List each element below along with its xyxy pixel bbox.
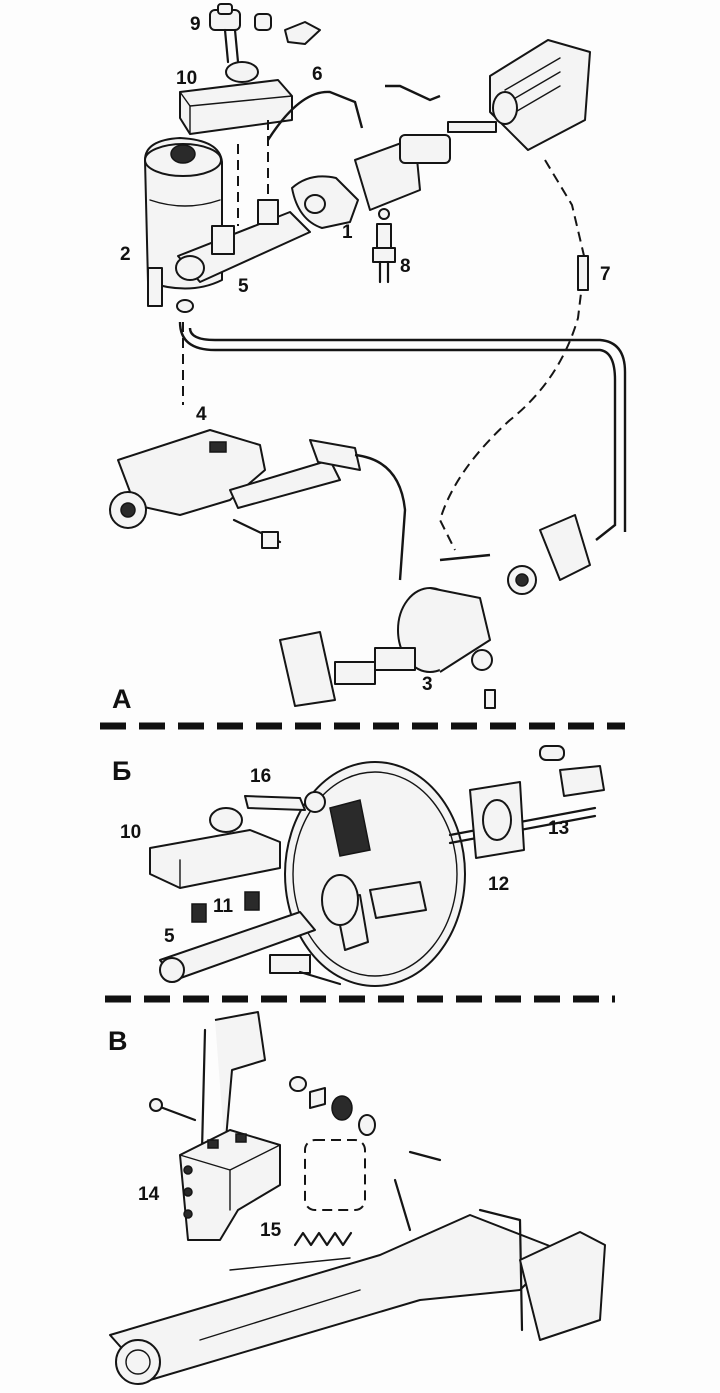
label-16: 16: [250, 766, 271, 787]
hose-6: [266, 90, 364, 141]
label-11: 11: [213, 896, 234, 917]
label-1: 1: [342, 222, 353, 243]
section-v-drawing: [109, 1011, 606, 1385]
label-13: 13: [548, 818, 569, 839]
pedal-bracket-top: [489, 39, 591, 151]
label-10-b: 10: [120, 822, 141, 843]
label-12: 12: [488, 874, 509, 895]
label-4: 4: [196, 404, 207, 425]
reservoir-cap-9: [209, 3, 321, 64]
section-labels: A Б В: [108, 684, 132, 1056]
label-5-b: 5: [164, 926, 175, 947]
label-7: 7: [600, 264, 611, 285]
booster-3: [279, 587, 496, 709]
bracket-14: [179, 1129, 281, 1241]
reservoir-10-b: [149, 807, 281, 889]
steering-reservoir-2: [144, 137, 223, 307]
pedal-bracket-v: [214, 1011, 266, 1151]
sensor-8: [372, 208, 396, 284]
long-pipe-outer: [188, 327, 627, 532]
section-label-a: A: [112, 684, 132, 714]
label-9: 9: [190, 14, 201, 35]
reservoir-10: [179, 61, 293, 135]
pin-16: [244, 795, 306, 811]
label-15: 15: [260, 1220, 282, 1241]
label-2: 2: [120, 244, 131, 265]
label-3: 3: [422, 674, 433, 695]
booster-12: [284, 761, 466, 987]
spring-15: [293, 1231, 353, 1247]
label-8: 8: [400, 256, 411, 277]
section-a-drawing: [109, 3, 627, 709]
section-label-b: Б: [112, 756, 131, 786]
steering-pump-4: [109, 429, 361, 549]
master-cylinder-5: [175, 120, 311, 283]
label-6: 6: [312, 64, 323, 85]
label-14: 14: [138, 1184, 160, 1205]
master-cylinder-5-b: [159, 891, 342, 986]
label-10: 10: [176, 68, 197, 89]
label-5: 5: [238, 276, 249, 297]
pipe-top: [385, 84, 441, 102]
long-pipe: [178, 321, 617, 541]
booster-1: [291, 121, 497, 229]
part-labels: 1 2 3 4 5 6 7 8 9 10 10 11 5 12 13 14 15…: [120, 14, 611, 1241]
bracket-right: [507, 514, 591, 595]
line-7: [438, 159, 587, 551]
section-label-v: В: [108, 1026, 128, 1056]
section-b-drawing: [149, 745, 605, 987]
